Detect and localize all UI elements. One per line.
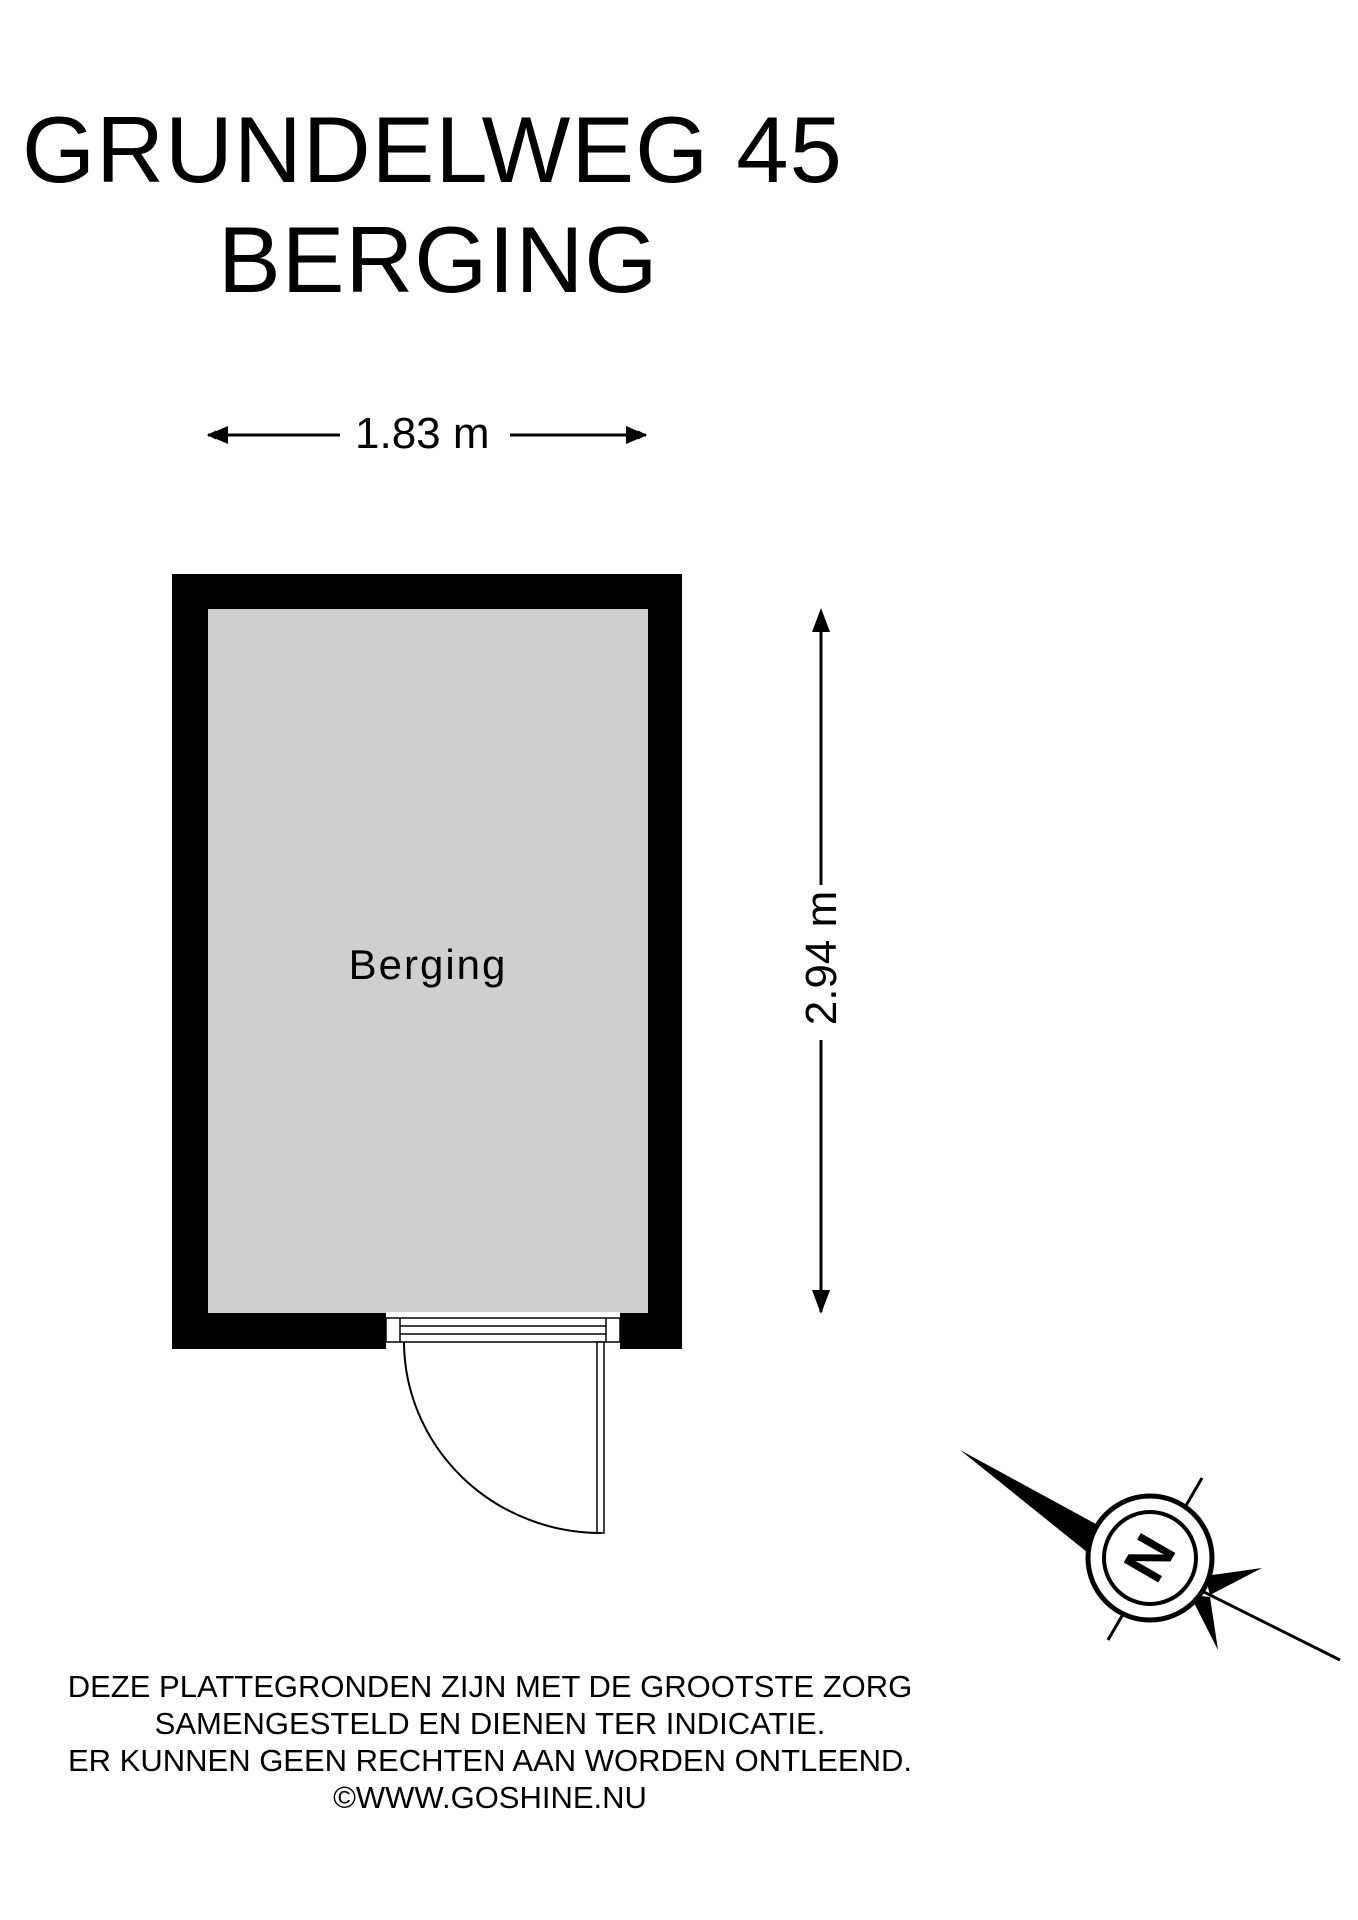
disclaimer-line: DEZE PLATTEGRONDEN ZIJN MET DE GROOTSTE … — [67, 1669, 913, 1704]
page-title-address: GRUNDELWEG 45 — [22, 97, 843, 202]
arrow-down-icon — [812, 1290, 830, 1314]
room-label-berging: Berging — [348, 941, 508, 988]
arrow-up-icon — [812, 608, 830, 632]
page-title-floor: BERGING — [218, 207, 659, 312]
width-dimension-label: 1.83 m — [355, 409, 490, 458]
door-swing — [403, 1341, 605, 1534]
disclaimer-line: SAMENGESTELD EN DIENEN TER INDICATIE. — [154, 1706, 826, 1741]
door-threshold — [385, 1317, 621, 1343]
room-floor — [208, 609, 648, 1313]
disclaimer-block: DEZE PLATTEGRONDEN ZIJN MET DE GROOTSTE … — [0, 1668, 980, 1816]
arrow-right-icon — [626, 426, 647, 444]
depth-dimension-label: 2.94 m — [797, 890, 846, 1026]
disclaimer-copyright: ©WWW.GOSHINE.NU — [333, 1780, 647, 1815]
arrow-left-icon — [207, 426, 228, 444]
depth-dimension — [812, 608, 830, 1314]
compass-rose-icon: N — [960, 1450, 1341, 1662]
width-dimension — [207, 426, 647, 444]
disclaimer-line: ER KUNNEN GEEN RECHTEN AAN WORDEN ONTLEE… — [68, 1743, 912, 1778]
